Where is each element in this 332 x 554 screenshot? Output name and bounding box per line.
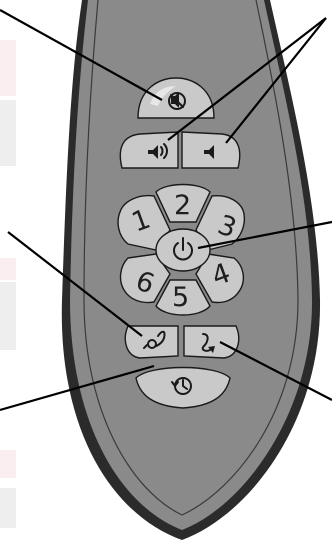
- brightness-button[interactable]: [125, 326, 178, 358]
- number-label: 5: [172, 282, 189, 313]
- number-label: 2: [174, 190, 191, 221]
- power-button[interactable]: [156, 229, 210, 271]
- volume-left-button[interactable]: [120, 132, 178, 168]
- call-button[interactable]: [184, 326, 239, 358]
